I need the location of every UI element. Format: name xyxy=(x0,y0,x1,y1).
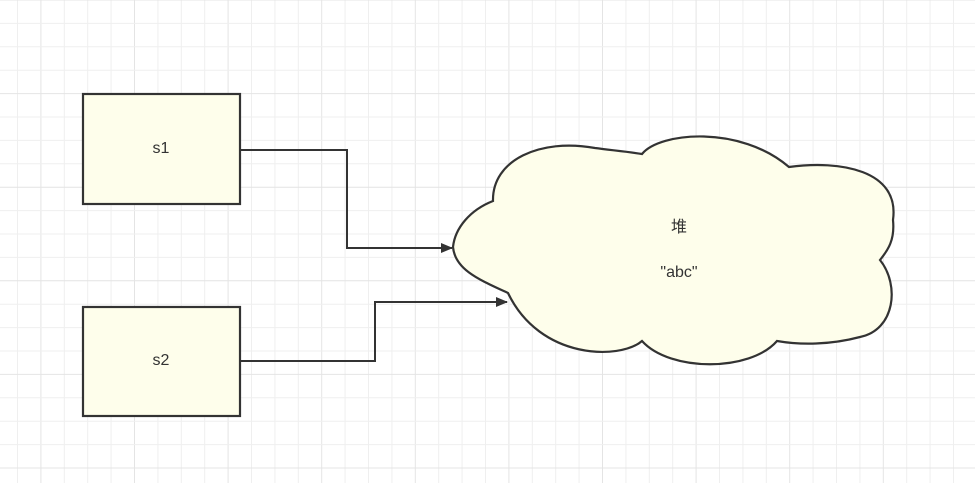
s2-label: s2 xyxy=(152,352,170,369)
heap-cloud[interactable] xyxy=(451,135,895,366)
heap-title: 堆 xyxy=(670,219,688,236)
s1-box[interactable] xyxy=(81,92,242,206)
s2-box[interactable] xyxy=(81,305,242,418)
s1-label: s1 xyxy=(152,140,170,157)
s2-to-heap-connector[interactable] xyxy=(241,297,508,362)
heap-value: "abc" xyxy=(660,264,698,281)
s1-to-heap-connector[interactable] xyxy=(241,149,453,253)
